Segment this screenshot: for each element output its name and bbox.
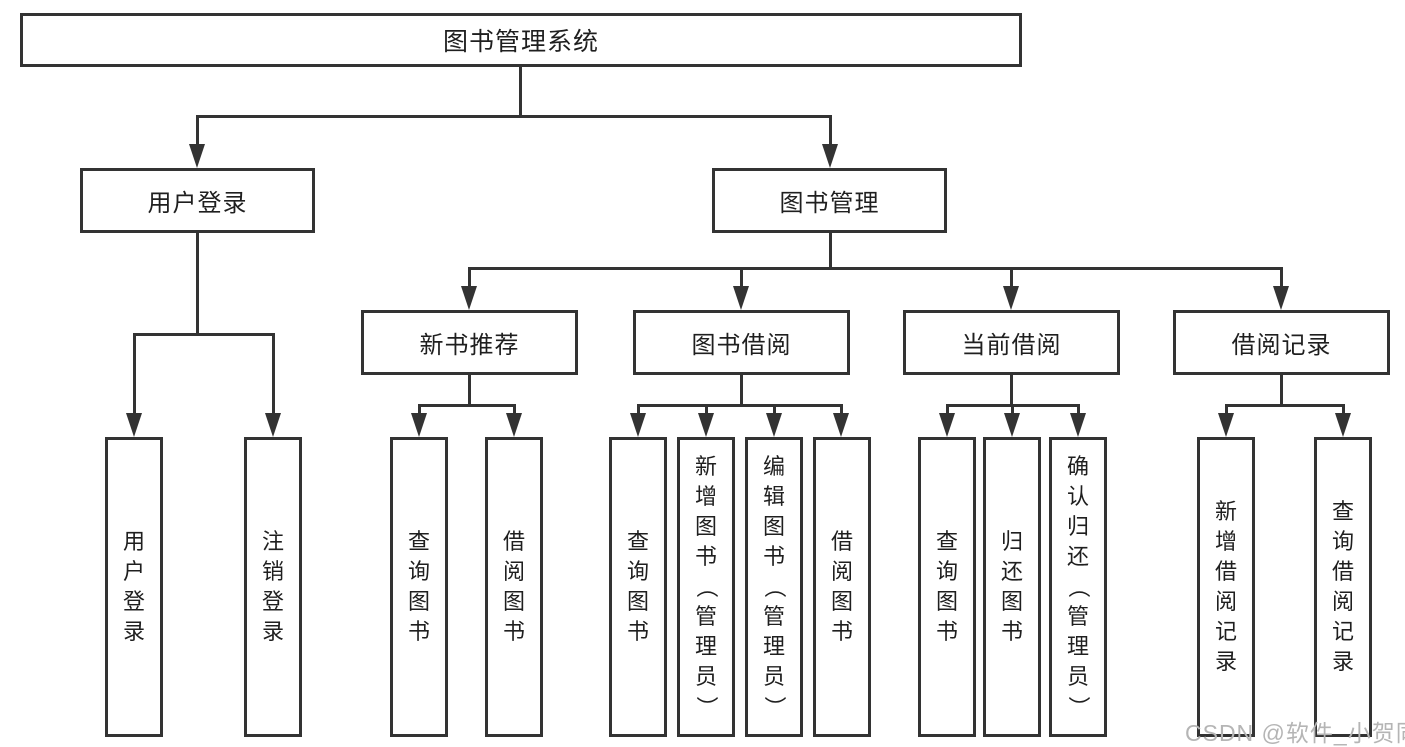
leaf-borrow-books-recommend: 借阅图书 [485, 437, 543, 737]
node-user-login: 用户登录 [80, 168, 315, 233]
connector-root-stem [519, 66, 522, 115]
leaf-add-book-admin: 新增图书（管理员） [677, 437, 735, 737]
leaf-query-borrow-record: 查询借阅记录 [1314, 437, 1372, 737]
connector-user-login-split [133, 333, 274, 336]
connector-leaf-stem [773, 404, 776, 416]
node-borrow-records: 借阅记录 [1173, 310, 1390, 375]
arrow-down-icon [126, 413, 142, 437]
connector-section-down [1280, 375, 1283, 406]
arrow-down-icon [1335, 413, 1351, 437]
node-book-borrow-label: 图书借阅 [691, 332, 792, 359]
node-root: 图书管理系统 [20, 13, 1022, 67]
connector-section-stem [740, 267, 743, 287]
arrow-down-icon [411, 413, 427, 437]
leaf-query-books-recommend: 查询图书 [390, 437, 448, 737]
connector-leaf-stem [840, 404, 843, 416]
connector-root-split [196, 115, 831, 118]
arrow-down-icon [766, 413, 782, 437]
node-root-label: 图书管理系统 [442, 28, 599, 56]
connector-book-mgmt-stem [829, 115, 832, 146]
arrow-down-icon [1070, 413, 1086, 437]
arrow-down-icon [1273, 286, 1289, 310]
arrow-down-icon [733, 286, 749, 310]
arrow-down-icon [265, 413, 281, 437]
connector-leaf-stem [1077, 404, 1080, 416]
node-user-login-label: 用户登录 [147, 190, 248, 217]
arrow-down-icon [822, 144, 838, 168]
leaf-borrow-books: 借阅图书 [813, 437, 871, 737]
connector-section-split [418, 404, 515, 407]
arrow-down-icon [1218, 413, 1234, 437]
connector-leaf-stem [637, 404, 640, 416]
connector-section-stem [1280, 267, 1283, 287]
connector-leaf-stem [1225, 404, 1228, 416]
connector-user-login-down [196, 233, 199, 336]
csdn-watermark: CSDN @软件_小贺同学 [1185, 720, 1405, 746]
arrow-down-icon [939, 413, 955, 437]
connector-section-down [740, 375, 743, 406]
arrow-down-icon [630, 413, 646, 437]
connector-section-stem [468, 267, 471, 287]
connector-leaf-stem [418, 404, 421, 416]
connector-section-down [1010, 375, 1013, 406]
leaf-logout-login: 注销登录 [244, 437, 302, 737]
leaf-query-books-current: 查询图书 [918, 437, 976, 737]
connector-section-stem [1010, 267, 1013, 287]
node-borrow-records-label: 借阅记录 [1231, 332, 1332, 359]
arrow-down-icon [506, 413, 522, 437]
connector-leaf-stem [1011, 404, 1014, 416]
leaf-user-login: 用户登录 [105, 437, 163, 737]
connector-user-login-stem [196, 115, 199, 146]
leaf-edit-book-admin: 编辑图书（管理员） [745, 437, 803, 737]
node-new-book-recommend: 新书推荐 [361, 310, 578, 375]
leaf-add-borrow-record: 新增借阅记录 [1197, 437, 1255, 737]
arrow-down-icon [1004, 413, 1020, 437]
node-current-borrow: 当前借阅 [903, 310, 1120, 375]
connector-leaf-stem [513, 404, 516, 416]
connector-leaf-stem [946, 404, 949, 416]
arrow-down-icon [1003, 286, 1019, 310]
arrow-down-icon [698, 413, 714, 437]
node-current-borrow-label: 当前借阅 [961, 332, 1062, 359]
connector-section-down [468, 375, 471, 406]
node-new-book-recommend-label: 新书推荐 [419, 332, 520, 359]
connector-leaf-stem [272, 333, 275, 415]
arrow-down-icon [461, 286, 477, 310]
connector-section-split [1225, 404, 1345, 407]
node-book-management: 图书管理 [712, 168, 947, 233]
node-book-borrow: 图书借阅 [633, 310, 850, 375]
connector-book-mgmt-down [829, 233, 832, 267]
leaf-confirm-return-admin: 确认归还（管理员） [1049, 437, 1107, 737]
connector-leaf-stem [705, 404, 708, 416]
leaf-return-book: 归还图书 [983, 437, 1041, 737]
arrow-down-icon [833, 413, 849, 437]
connector-leaf-stem [133, 333, 136, 415]
connector-section-split [637, 404, 843, 407]
leaf-query-books-borrow: 查询图书 [609, 437, 667, 737]
arrow-down-icon [189, 144, 205, 168]
connector-book-mgmt-split [468, 267, 1283, 270]
node-book-management-label: 图书管理 [779, 190, 880, 217]
connector-leaf-stem [1342, 404, 1345, 416]
